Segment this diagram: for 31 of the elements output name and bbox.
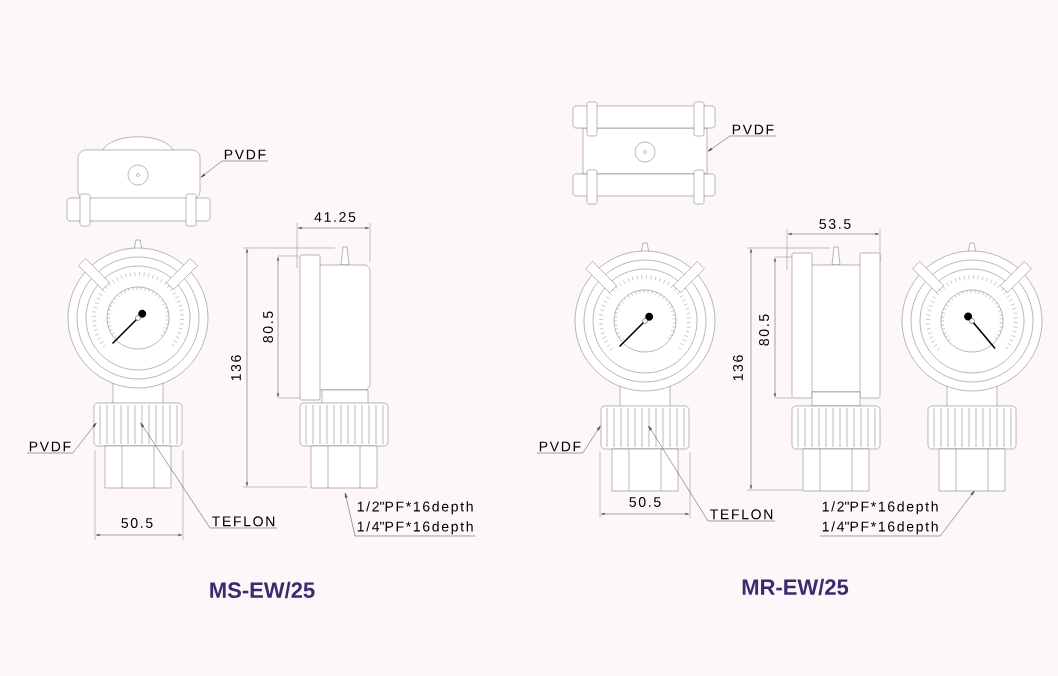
top-view-drawing bbox=[572, 101, 716, 205]
model-title: MS-EW/25 bbox=[210, 581, 315, 599]
leader-line bbox=[26, 422, 97, 454]
side-view-drawing bbox=[299, 246, 389, 489]
side-view-drawing bbox=[791, 246, 881, 492]
callout-label: 1/2"PF*16depth 1/4"PF*16depth bbox=[822, 501, 938, 535]
callout-label: TEFLON bbox=[212, 516, 275, 527]
back-view-drawing bbox=[901, 242, 1043, 492]
leader-line bbox=[707, 135, 777, 152]
leader-line bbox=[648, 425, 776, 522]
leader-line bbox=[140, 422, 278, 529]
callout-label: PVDF bbox=[29, 441, 71, 452]
dimension-label: 41.25 bbox=[314, 212, 356, 222]
leader-line bbox=[819, 490, 975, 537]
dimension-label: 136 bbox=[733, 355, 743, 381]
dimension-label: 80.5 bbox=[263, 311, 273, 343]
callout-label: TEFLON bbox=[710, 509, 773, 520]
dimension-label: 53.5 bbox=[819, 219, 851, 229]
dimension-label: 136 bbox=[231, 355, 241, 381]
callout-label: 1/2"PF*16depth 1/4"PF*16depth bbox=[357, 501, 473, 535]
dimension-label: 80.5 bbox=[759, 314, 769, 346]
top-view-drawing bbox=[66, 136, 211, 227]
leader-line bbox=[200, 160, 269, 178]
dimension-label: 50.5 bbox=[629, 497, 661, 507]
leader-line bbox=[345, 492, 476, 537]
model-title: MR-EW/25 bbox=[742, 578, 849, 596]
callout-label: PVDF bbox=[539, 441, 581, 452]
leader-line bbox=[536, 425, 601, 454]
callout-label: PVDF bbox=[224, 149, 266, 160]
callout-label: PVDF bbox=[732, 124, 774, 135]
dimension-label: 50.5 bbox=[121, 518, 153, 528]
